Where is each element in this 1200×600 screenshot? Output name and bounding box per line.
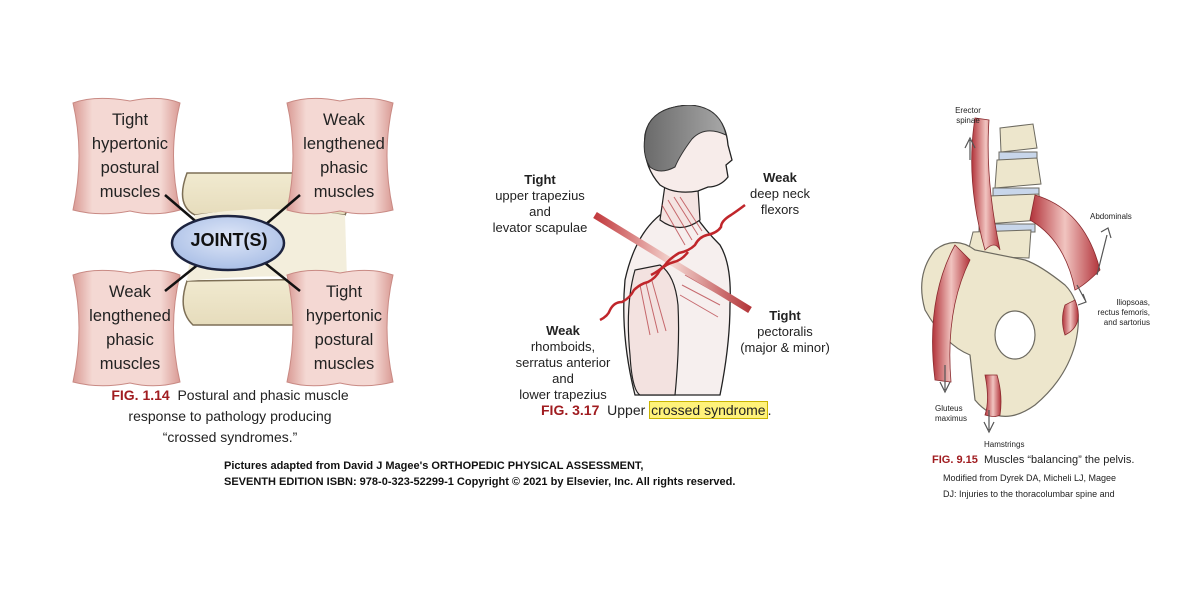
muscle-bottom-right [286,269,394,387]
hair [643,105,727,172]
fig2-caption: FIG. 3.17 Upper crossed syndrome. [541,400,771,420]
joint-diagram-graphic [72,97,394,387]
box-top-right-text: Weak lengthened phasic muscles [303,111,385,201]
arm [627,264,680,396]
fig2-caption-suffix: . [767,402,772,418]
muscle-fibers [639,196,721,336]
connector-tr [264,194,301,226]
hamstrings-muscle [984,374,1002,417]
fig3-source-line2: DJ: Injuries to the thoracolumbar spine … [943,489,1115,499]
label-tight-upper-body: upper trapezius and levator scapulae [492,188,588,235]
pelvis-illustration [921,117,1112,434]
label-hamstrings: Hamstrings [984,440,1025,449]
fig1-caption-line2: response to pathology producing [128,408,332,424]
label-weak-back-head: Weak [546,323,580,338]
gluteus-muscle [932,244,971,383]
box-top-left-text: Tight hypertonic postural muscles [91,111,169,201]
box-bottom-right-text: Tight hypertonic postural muscles [305,283,383,373]
weak-wave-lower [599,251,689,322]
box-bottom-left: Weak lengthened phasic muscles [70,275,190,381]
connector-tl [164,194,201,226]
label-gluteus: Gluteus maximus [935,404,968,423]
connector-br [264,262,301,292]
joint-ellipse [170,214,286,272]
label-weak-neck-head: Weak [763,170,797,185]
fig3-caption-label: FIG. 9.15 [932,454,978,466]
force-arrows [939,136,1112,434]
iliopsoas-muscle [1062,299,1079,336]
joint-label: JOINT(S) [190,230,268,250]
box-bottom-right: Tight hypertonic postural muscles [284,275,404,381]
fig1-caption-label: FIG. 1.14 [111,387,170,403]
obturator-foramen [994,310,1036,360]
box-top-right: Weak lengthened phasic muscles [284,103,404,209]
fig1-caption: FIG. 1.14 Postural and phasic muscle res… [90,385,370,448]
label-tight-pec-body: pectoralis (major & minor) [740,324,830,355]
upper-body-illustration [593,105,752,396]
fig2-caption-highlight: crossed syndrome [649,401,768,419]
label-abdominals: Abdominals [1090,212,1132,221]
muscle-top-left [72,97,181,215]
muscle-top-right [286,97,394,215]
fig3-caption: FIG. 9.15 Muscles “balancing” the pelvis… [932,453,1134,467]
connector-bl [164,262,201,292]
muscle-bottom-left [72,269,181,387]
label-iliopsoas: Iliopsoas, rectus femoris, and sartorius [1097,298,1150,327]
box-top-left: Tight hypertonic postural muscles [70,103,190,209]
weak-wave-upper [650,203,746,277]
fig2-caption-prefix: Upper [607,402,646,418]
copyright-credit: Pictures adapted from David J Magee's OR… [224,460,736,488]
label-weak-neck-body: deep neck flexors [750,186,810,217]
fig3-source-line1: Modified from Dyrek DA, Micheli LJ, Mage… [943,473,1117,483]
erector-spinae-muscle [971,117,1001,251]
abdominals-muscle [1029,194,1101,291]
label-tight-pec-head: Tight [769,308,801,323]
box-bottom-left-text: Weak lengthened phasic muscles [89,283,171,373]
fig2-caption-label: FIG. 3.17 [541,402,600,418]
fig3-caption-text: Muscles “balancing” the pelvis. [983,454,1135,466]
fig1-caption-line3: “crossed syndromes.” [162,429,298,445]
label-tight-upper-head: Tight [524,172,556,187]
fig3-source: Modified from Dyrek DA, Micheli LJ, Mage… [943,470,1116,502]
label-weak-back-body: rhomboids, serratus anterior and lower t… [515,339,611,402]
fig1-caption-line1: Postural and phasic muscle [177,387,349,403]
label-erector: Erector spinae [955,106,981,125]
